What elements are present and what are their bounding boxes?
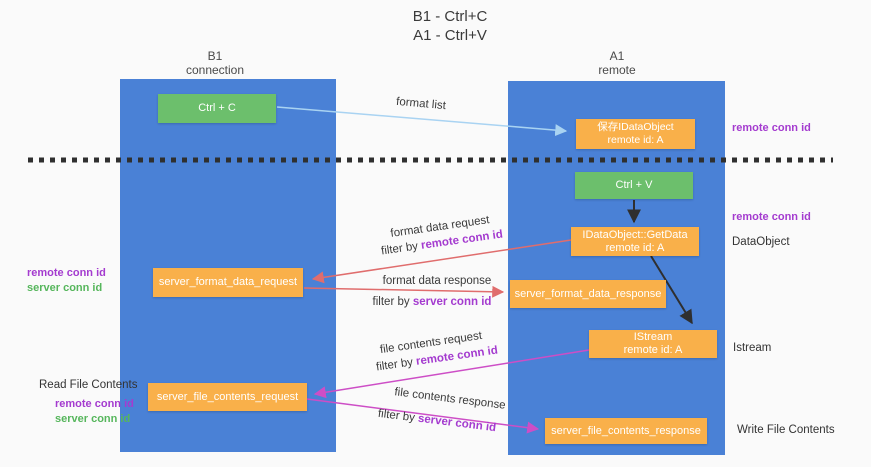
box-server-format-data-response-label: server_format_data_response bbox=[514, 287, 662, 300]
box-server-format-data-request: server_format_data_request bbox=[153, 268, 303, 297]
lane-a1-header-line1: A1 bbox=[609, 49, 625, 63]
box-server-file-contents-request: server_file_contents_request bbox=[148, 383, 307, 411]
diagram-title: B1 - Ctrl+C A1 - Ctrl+V bbox=[350, 7, 550, 45]
arrow-format-data-request bbox=[311, 239, 572, 284]
box-save-idataobject-line2: remote id: A bbox=[607, 134, 664, 146]
arrow-file-contents-request bbox=[313, 349, 590, 399]
box-save-idataobject: 保存IDataObject remote id: A bbox=[576, 119, 695, 149]
side-right-remote-conn-id-top: remote conn id bbox=[732, 122, 811, 134]
box-idataobject-getdata-line1: IDataObject::GetData bbox=[582, 228, 688, 241]
box-server-file-contents-response: server_file_contents_response bbox=[545, 418, 707, 444]
lane-b1-header: B1 connection bbox=[155, 49, 275, 77]
box-istream: IStream remote id: A bbox=[589, 330, 717, 358]
label-filter-by-server-1: filter by server conn id bbox=[332, 296, 532, 308]
box-ctrl-v: Ctrl + V bbox=[575, 172, 693, 199]
side-right-remote-conn-id-mid: remote conn id bbox=[732, 211, 811, 223]
box-istream-line2: remote id: A bbox=[623, 344, 683, 356]
side-right-istream: Istream bbox=[733, 342, 772, 354]
label-format-data-response: format data response bbox=[382, 275, 492, 287]
box-idataobject-getdata: IDataObject::GetData remote id: A bbox=[571, 227, 699, 256]
box-ctrl-c: Ctrl + C bbox=[158, 94, 276, 123]
lane-a1-header: A1 remote bbox=[557, 49, 677, 77]
box-save-idataobject-line1: 保存IDataObject bbox=[597, 121, 674, 133]
side-left-server-conn-id-mid: server conn id bbox=[27, 282, 103, 294]
label-server-conn-id-1: server conn id bbox=[412, 296, 492, 308]
label-filter-by-text-2: filter by bbox=[372, 296, 413, 308]
box-server-format-data-response: server_format_data_response bbox=[510, 280, 666, 308]
arrow-file-contents-response bbox=[306, 398, 540, 434]
box-server-file-contents-request-label: server_file_contents_request bbox=[156, 390, 299, 403]
box-server-format-data-request-label: server_format_data_request bbox=[158, 276, 298, 288]
box-ctrl-c-label: Ctrl + C bbox=[198, 102, 236, 114]
side-left-remote-conn-id-mid: remote conn id bbox=[27, 267, 106, 279]
box-ctrl-v-label: Ctrl + V bbox=[615, 179, 653, 191]
lane-b1-header-line2: connection bbox=[185, 63, 245, 77]
arrow-format-data-response bbox=[303, 285, 505, 298]
lane-b1-header-line1: B1 bbox=[207, 49, 223, 63]
arrow-getdata-to-istream bbox=[650, 255, 693, 325]
side-right-write-file-contents: Write File Contents bbox=[737, 424, 835, 436]
side-left-server-conn-id-bottom: server conn id bbox=[55, 413, 131, 425]
box-istream-line1: IStream bbox=[633, 331, 673, 343]
side-right-dataobject: DataObject bbox=[732, 236, 790, 248]
arrow-format-list bbox=[276, 106, 568, 137]
side-left-remote-conn-id-bottom: remote conn id bbox=[55, 398, 134, 410]
side-left-read-file-contents: Read File Contents bbox=[39, 379, 138, 391]
box-idataobject-getdata-line2: remote id: A bbox=[605, 241, 665, 254]
title-line-1: B1 - Ctrl+C bbox=[412, 8, 488, 25]
title-line-2: A1 - Ctrl+V bbox=[413, 27, 487, 44]
lane-a1-header-line2: remote bbox=[598, 63, 636, 77]
box-server-file-contents-response-label: server_file_contents_response bbox=[551, 424, 701, 437]
